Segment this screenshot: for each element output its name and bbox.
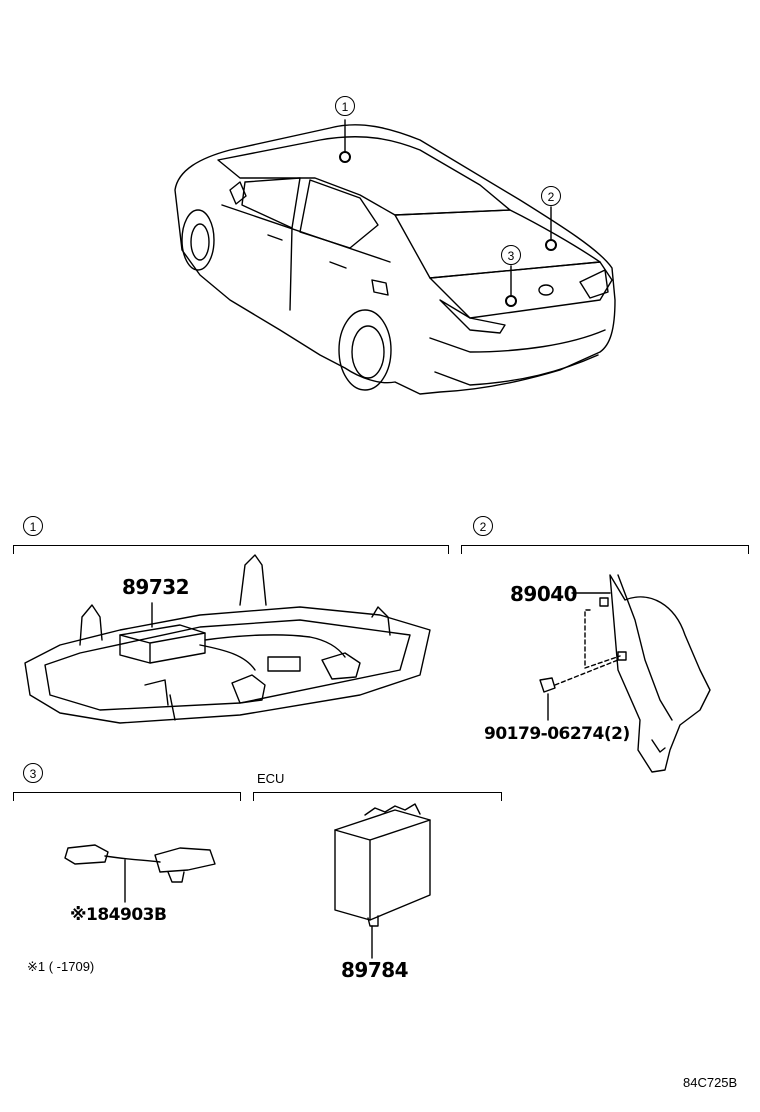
bracket-drawing xyxy=(539,574,711,773)
mount-tab-b xyxy=(239,554,267,606)
car-tail-lamp-left xyxy=(439,299,506,334)
location-point-3 xyxy=(505,295,517,307)
ecu-section-label: ECU xyxy=(257,771,285,786)
section-2-bracket xyxy=(461,545,749,554)
car-belt-line xyxy=(221,204,391,263)
ecu-box-front xyxy=(334,809,431,921)
section-3-callout: 3 xyxy=(23,763,43,783)
car-door-line xyxy=(289,227,293,311)
cable-assembly-drawing xyxy=(64,844,216,903)
module-box xyxy=(119,624,206,664)
car-rear-window xyxy=(394,209,601,279)
cable-connector-right xyxy=(154,847,216,873)
ecu-box-edge xyxy=(334,819,431,921)
car-rear-wheel xyxy=(338,309,392,391)
module-label-plate xyxy=(267,656,301,672)
section-1-callout: 1 xyxy=(23,516,43,536)
part-number-89784: 89784 xyxy=(341,958,409,982)
car-door-handle-front xyxy=(267,234,283,241)
note-footnote-1: ※1 ( -1709) xyxy=(27,959,95,974)
section-2-callout: 2 xyxy=(473,516,493,536)
car-rear-emblem xyxy=(538,284,554,296)
bracket-stud-top xyxy=(599,597,609,607)
part-number-89732: 89732 xyxy=(122,575,190,599)
section-3-bracket xyxy=(13,792,241,801)
car-front-wheel-inner xyxy=(190,223,210,261)
car-trunk xyxy=(429,261,613,319)
ecu-mount-tab xyxy=(367,915,379,927)
wire-harness xyxy=(199,634,346,671)
connector-left xyxy=(231,674,266,704)
car-callout-3: 3 xyxy=(501,245,521,265)
ecu-connector xyxy=(364,803,421,816)
headliner-panel xyxy=(24,606,431,724)
car-side-mirror xyxy=(229,181,247,205)
part-number-84903b: ※184903B xyxy=(70,905,167,925)
car-callout-1: 1 xyxy=(335,96,355,116)
car-side-window-rear xyxy=(299,179,379,249)
part-number-89040: 89040 xyxy=(510,582,578,606)
vehicle-overview-drawing xyxy=(174,119,616,395)
car-door-handle-rear xyxy=(329,261,347,269)
screw-dash-line xyxy=(584,609,621,669)
mount-tab-c xyxy=(371,606,391,636)
car-front-wheel xyxy=(181,209,215,271)
screw-icon xyxy=(539,677,556,693)
location-point-2 xyxy=(545,239,557,251)
car-side-window-front xyxy=(241,177,301,229)
drawing-code: 84C725B xyxy=(683,1075,738,1090)
section-1-bracket xyxy=(13,545,449,554)
connector-right xyxy=(321,652,361,680)
overhead-module-drawing xyxy=(24,554,431,724)
car-fuel-door xyxy=(371,279,389,296)
car-tail-lamp-right xyxy=(579,269,609,299)
car-callout-2: 2 xyxy=(541,186,561,206)
car-rear-wheel-inner xyxy=(351,325,385,379)
ecu-section-bracket xyxy=(253,792,502,801)
module-box-top xyxy=(119,632,206,664)
car-rear-bumper xyxy=(429,329,606,386)
ecu-drawing xyxy=(334,803,431,959)
mount-tab-a xyxy=(79,604,103,646)
location-point-1 xyxy=(339,151,351,163)
screw-dash-line-2 xyxy=(554,659,619,686)
cable-wire xyxy=(104,855,161,863)
cable-clip xyxy=(167,871,185,883)
bracket-plate xyxy=(609,574,711,773)
bracket-plate-edge xyxy=(617,574,673,721)
car-roof xyxy=(217,136,511,216)
part-number-90179-06274: 90179-06274(2) xyxy=(484,724,630,744)
bracket-lower xyxy=(144,679,176,721)
car-body-outline xyxy=(174,124,616,395)
cable-connector-left xyxy=(64,844,109,865)
bracket-hook xyxy=(651,739,666,753)
